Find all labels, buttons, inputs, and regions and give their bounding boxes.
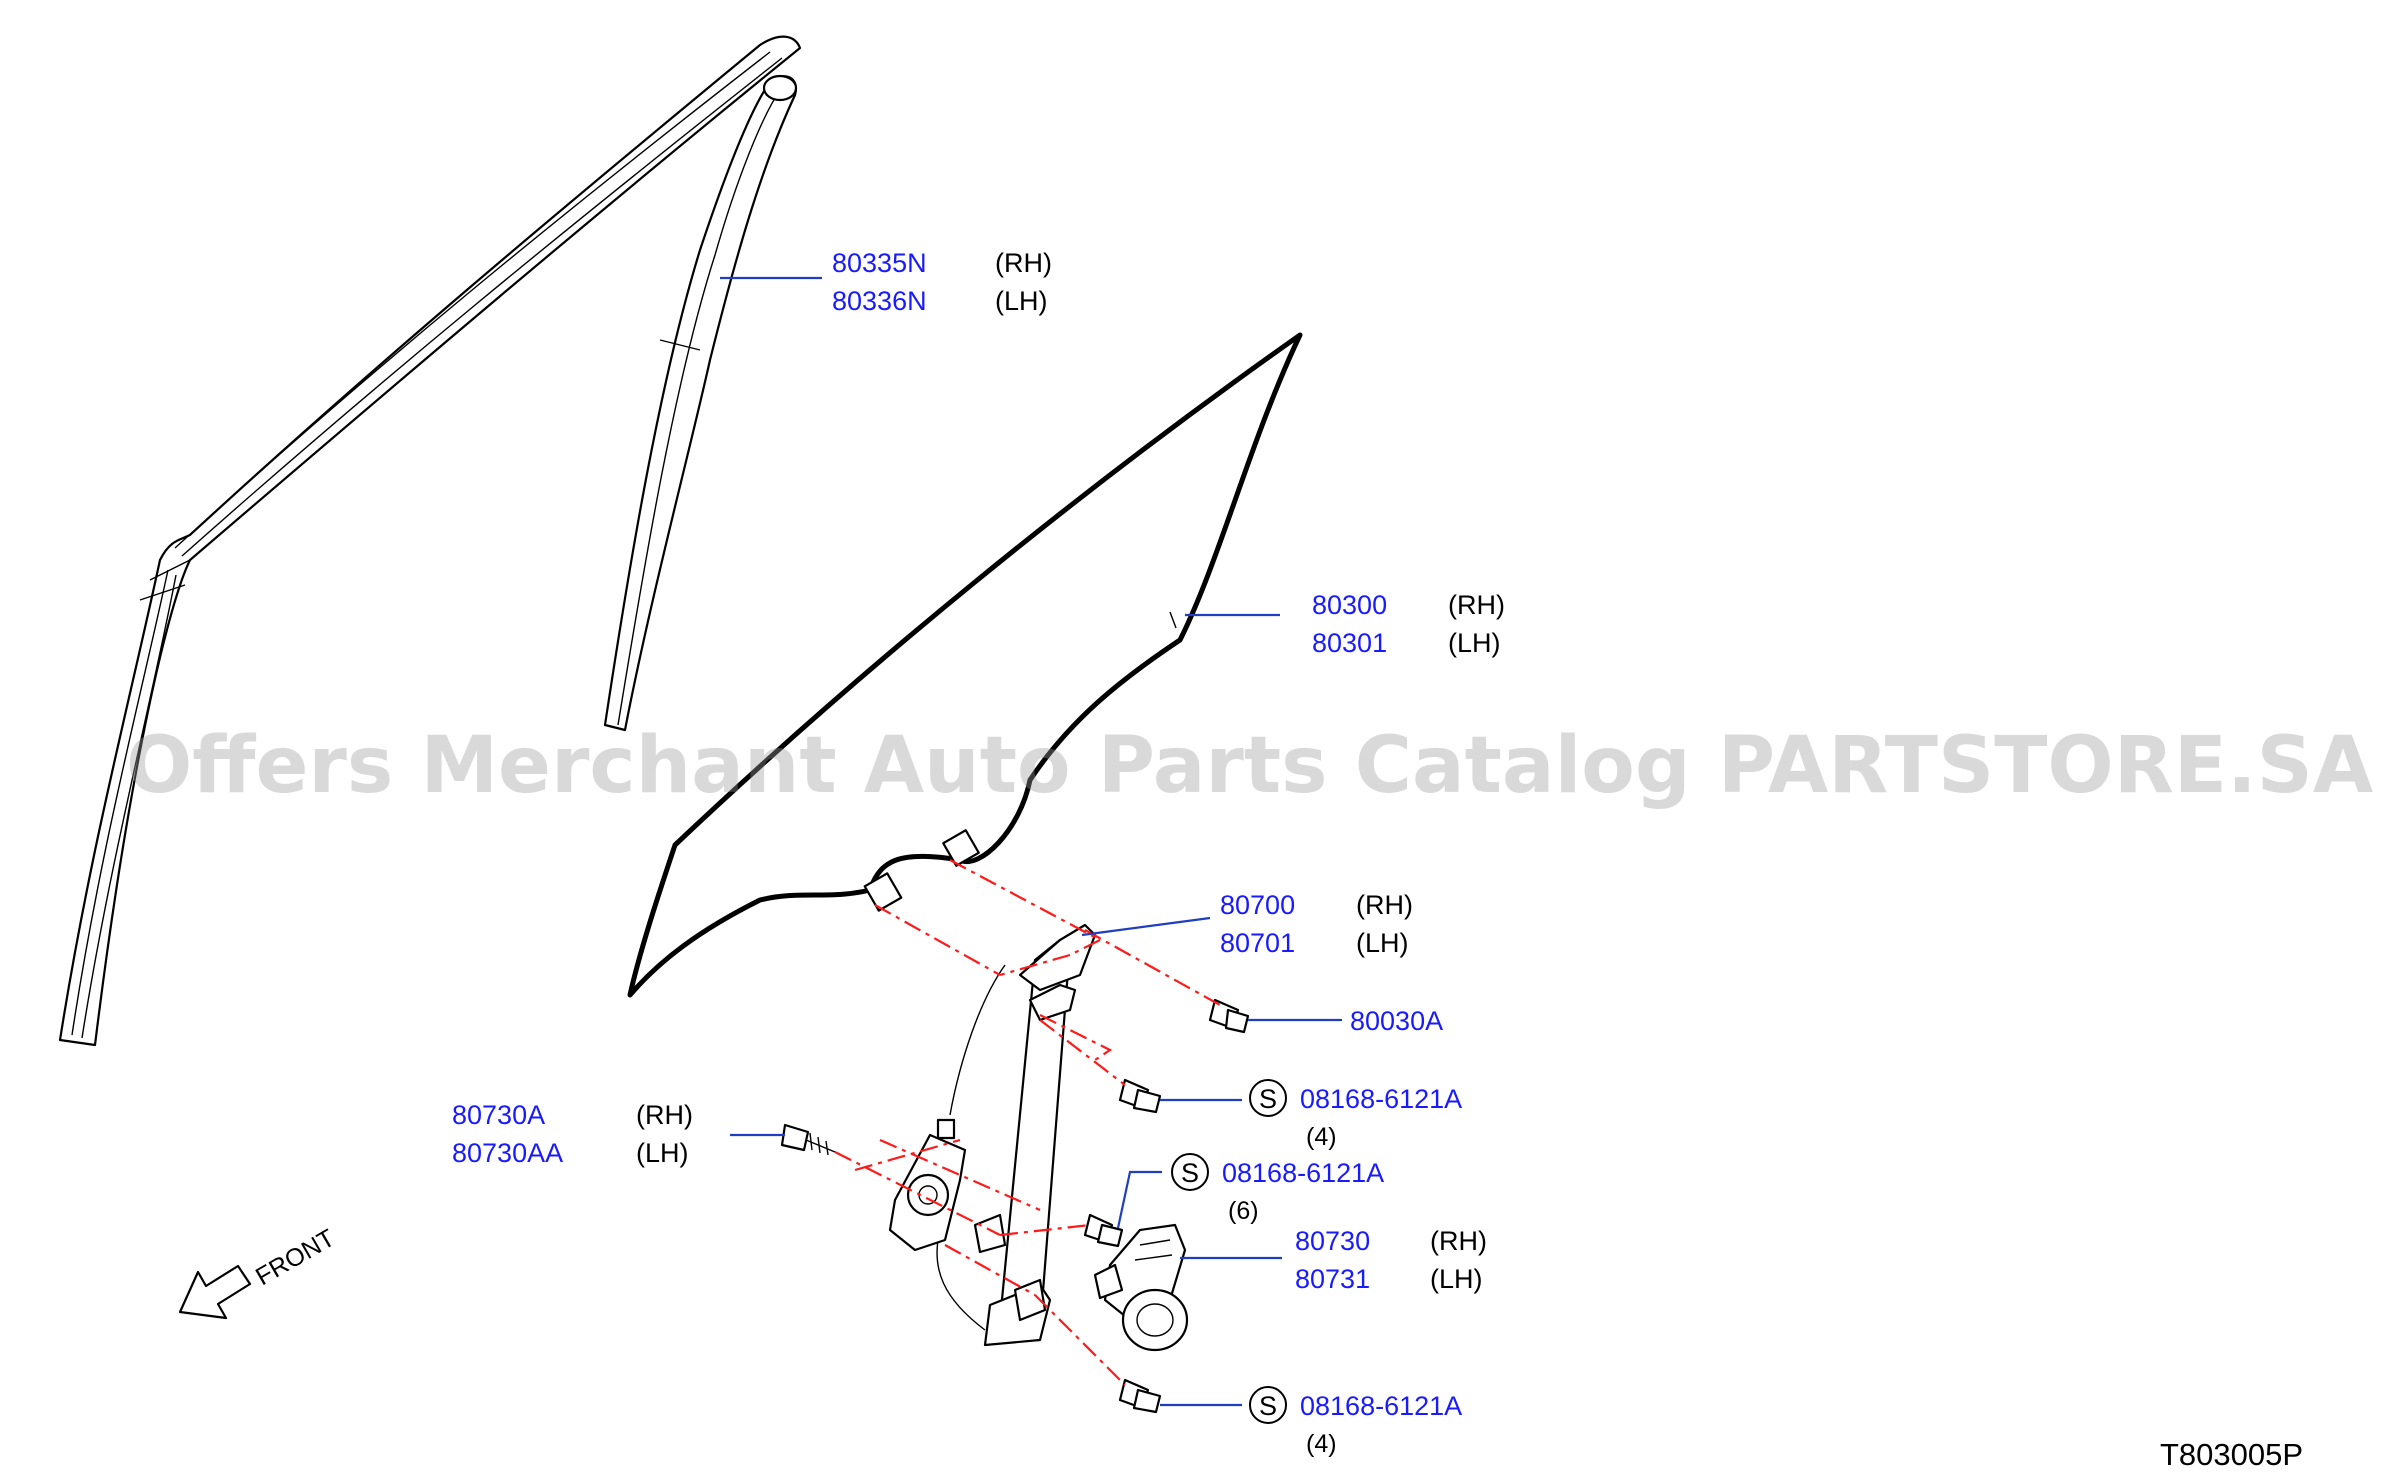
side-label-lh: (LH)	[1448, 628, 1501, 658]
glass-bolt-80030a	[1208, 998, 1250, 1034]
part-number-lh[interactable]: 80336N	[832, 286, 927, 316]
standard-part-symbol: S	[1259, 1084, 1277, 1114]
part-number-lh[interactable]: 80701	[1220, 928, 1295, 958]
callout-bolt-a[interactable]: S 08168-6121A (4)	[1249, 1079, 1462, 1151]
side-label-rh: (RH)	[636, 1100, 693, 1130]
diagram-code: T803005P	[2160, 1437, 2303, 1472]
part-number-lh[interactable]: 80730AA	[452, 1138, 563, 1168]
front-label: FRONT	[251, 1224, 340, 1291]
callout-regulator[interactable]: 80700 (RH) 80701 (LH)	[1220, 890, 1413, 958]
part-number-lh[interactable]: 80301	[1312, 628, 1387, 658]
part-number[interactable]: 08168-6121A	[1300, 1084, 1462, 1114]
alignment-lines	[834, 859, 1221, 1386]
standard-part-badge	[1249, 1079, 1287, 1117]
side-label-rh: (RH)	[1430, 1226, 1487, 1256]
quantity-label: (4)	[1306, 1123, 1337, 1151]
side-label-lh: (LH)	[636, 1138, 689, 1168]
callout-bolt-c[interactable]: S 08168-6121A (4)	[1249, 1386, 1462, 1458]
callout-glass-bolt[interactable]: 80030A	[1350, 1006, 1443, 1036]
side-label-rh: (RH)	[1448, 590, 1505, 620]
side-label-rh: (RH)	[995, 248, 1052, 278]
standard-part-symbol: S	[1259, 1391, 1277, 1421]
bolt-c-08168	[1118, 1378, 1162, 1414]
standard-part-badge	[1171, 1153, 1209, 1191]
part-number-rh[interactable]: 80300	[1312, 590, 1387, 620]
standard-part-badge	[1249, 1386, 1287, 1424]
part-number[interactable]: 08168-6121A	[1300, 1391, 1462, 1421]
part-number[interactable]: 80030A	[1350, 1006, 1443, 1036]
watermark-text: Offers Merchant Auto Parts Catalog PARTS…	[126, 721, 2373, 811]
callout-glass[interactable]: 80300 (RH) 80301 (LH)	[1312, 590, 1505, 658]
regulator-screw	[780, 1123, 836, 1156]
callout-screw[interactable]: 80730A (RH) 80730AA (LH)	[452, 1100, 693, 1168]
callout-bolt-b[interactable]: S 08168-6121A (6)	[1171, 1153, 1384, 1225]
part-number[interactable]: 08168-6121A	[1222, 1158, 1384, 1188]
standard-part-symbol: S	[1181, 1158, 1199, 1188]
side-label-lh: (LH)	[995, 286, 1048, 316]
part-number-rh[interactable]: 80730A	[452, 1100, 545, 1130]
callout-motor[interactable]: 80730 (RH) 80731 (LH)	[1295, 1226, 1487, 1294]
bolt-a-08168	[1118, 1078, 1162, 1114]
side-label-rh: (RH)	[1356, 890, 1413, 920]
part-number-rh[interactable]: 80700	[1220, 890, 1295, 920]
quantity-label: (4)	[1306, 1430, 1337, 1458]
quantity-label: (6)	[1228, 1197, 1259, 1225]
part-number-lh[interactable]: 80731	[1295, 1264, 1370, 1294]
bolt-b-08168	[1083, 1213, 1124, 1248]
leader-lines	[720, 276, 1342, 1407]
side-label-lh: (LH)	[1356, 928, 1409, 958]
door-sash-frame	[58, 35, 802, 1047]
callout-channel[interactable]: 80335N (RH) 80336N (LH)	[832, 248, 1052, 316]
glass-run-channel	[603, 74, 798, 732]
window-motor	[1093, 1223, 1189, 1352]
part-number-rh[interactable]: 80730	[1295, 1226, 1370, 1256]
part-number-rh[interactable]: 80335N	[832, 248, 927, 278]
side-label-lh: (LH)	[1430, 1264, 1483, 1294]
door-glass	[627, 332, 1303, 998]
front-direction-indicator: FRONT	[178, 1224, 340, 1320]
front-arrow-icon	[178, 1264, 252, 1320]
window-regulator	[888, 923, 1097, 1347]
